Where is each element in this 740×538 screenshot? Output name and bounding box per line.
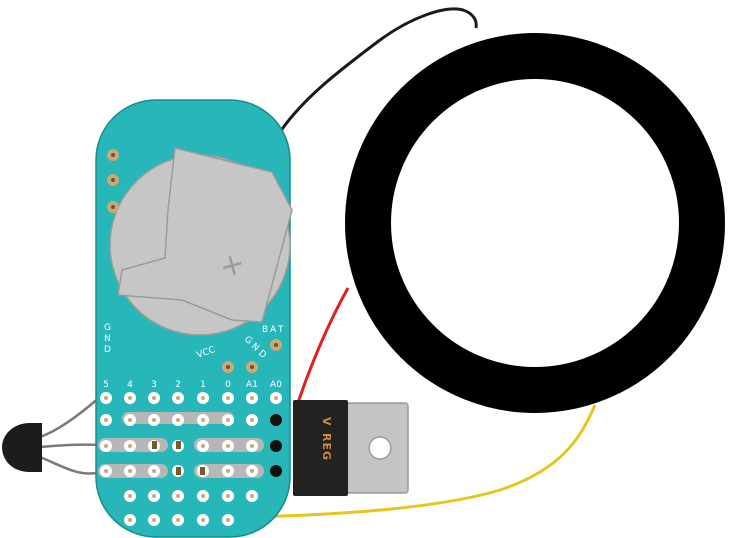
regulator-label-reg: REG	[320, 433, 333, 461]
yellow-wire	[249, 404, 597, 519]
grid-pad-hole	[128, 444, 132, 448]
grid-pad-hole	[201, 494, 205, 498]
grid-pad-hole	[176, 518, 180, 522]
grid-pad-hole	[226, 444, 230, 448]
regulator-label-v: V	[320, 417, 333, 427]
sensor-lead-mid	[39, 443, 101, 449]
black-pad	[270, 465, 282, 477]
diag-label-g: G	[242, 335, 254, 347]
grid-pad-hole	[104, 396, 108, 400]
circuit-board: + G N D B A T G N D VCC	[95, 99, 293, 538]
gnd-label-n: N	[104, 334, 111, 344]
grid-pad-hole	[128, 469, 132, 473]
grid-pad-hole	[201, 418, 205, 422]
sensor-lead-top	[39, 396, 101, 439]
grid-pad-hole	[128, 494, 132, 498]
grid-pad-hole	[152, 418, 156, 422]
power-pads	[222, 339, 282, 373]
black-wire	[274, 7, 478, 139]
bat-label-t: T	[277, 325, 284, 335]
grid-pad-hole	[128, 418, 132, 422]
grid-pad-hole	[152, 469, 156, 473]
component-mark	[152, 441, 157, 449]
temperature-sensor	[2, 423, 42, 472]
grid-pad-hole	[104, 418, 108, 422]
grid-pad-hole	[104, 444, 108, 448]
gnd-label-g: G	[104, 323, 111, 333]
black-pad	[270, 440, 282, 452]
grid-pad-hole	[226, 518, 230, 522]
header-label-1: 1	[200, 380, 206, 390]
header-label-3: 3	[151, 380, 157, 390]
component-mark	[176, 441, 181, 449]
black-ring	[345, 33, 725, 413]
grid-pad-hole	[201, 518, 205, 522]
bat-label-b: B	[262, 325, 268, 335]
grid-pad-hole	[152, 396, 156, 400]
grid-pad-hole	[152, 494, 156, 498]
grid-pad-hole	[128, 518, 132, 522]
header-label-a1: A1	[246, 380, 258, 390]
grid-pad-hole	[250, 444, 254, 448]
grid-pad-hole	[128, 396, 132, 400]
grid-pad-hole	[226, 396, 230, 400]
grid-pad-hole	[226, 469, 230, 473]
header-label-0: 0	[225, 380, 231, 390]
component-mark	[200, 467, 205, 475]
component-marks	[152, 441, 205, 475]
grid-pad-hole	[176, 396, 180, 400]
black-pad	[270, 414, 282, 426]
silkscreen-labels: G N D B A T G N D VCC	[104, 323, 284, 361]
bat-label-a: A	[270, 325, 277, 335]
grid-pad-hole	[104, 469, 108, 473]
coin-cell-battery: +	[109, 147, 293, 336]
regulator-connection-pads	[270, 414, 282, 477]
grid-pad-hole	[250, 494, 254, 498]
sensor-lead-bottom	[39, 455, 101, 475]
grid-pad-hole	[152, 518, 156, 522]
grid-pad-hole	[176, 494, 180, 498]
left-top-pads	[107, 149, 119, 213]
voltage-regulator: V REG	[293, 400, 409, 496]
grid-pad-hole	[201, 396, 205, 400]
header-label-2: 2	[175, 380, 181, 390]
header-label-5: 5	[103, 380, 109, 390]
gnd-label-d: D	[104, 345, 111, 355]
battery-clip	[117, 147, 293, 323]
regulator-body	[293, 400, 348, 496]
grid-pad-hole	[226, 418, 230, 422]
grid-pad-hole	[274, 396, 278, 400]
grid-pad-hole	[250, 418, 254, 422]
red-wire	[293, 287, 350, 413]
component-mark	[176, 467, 181, 475]
header-label-4: 4	[127, 380, 133, 390]
diag-label-n: N	[249, 342, 261, 354]
regulator-mount-hole	[368, 436, 392, 460]
grid-pad-hole	[176, 418, 180, 422]
header-labels: 5 4 3 2 1 0 A1 A0	[103, 380, 282, 390]
grid-pad-hole	[201, 444, 205, 448]
grid-pad-hole	[250, 396, 254, 400]
header-label-a0: A0	[270, 380, 282, 390]
grid-pad-hole	[250, 469, 254, 473]
diag-label-d: D	[256, 349, 268, 361]
grid-pad-hole	[226, 494, 230, 498]
sensor-body	[2, 423, 42, 472]
